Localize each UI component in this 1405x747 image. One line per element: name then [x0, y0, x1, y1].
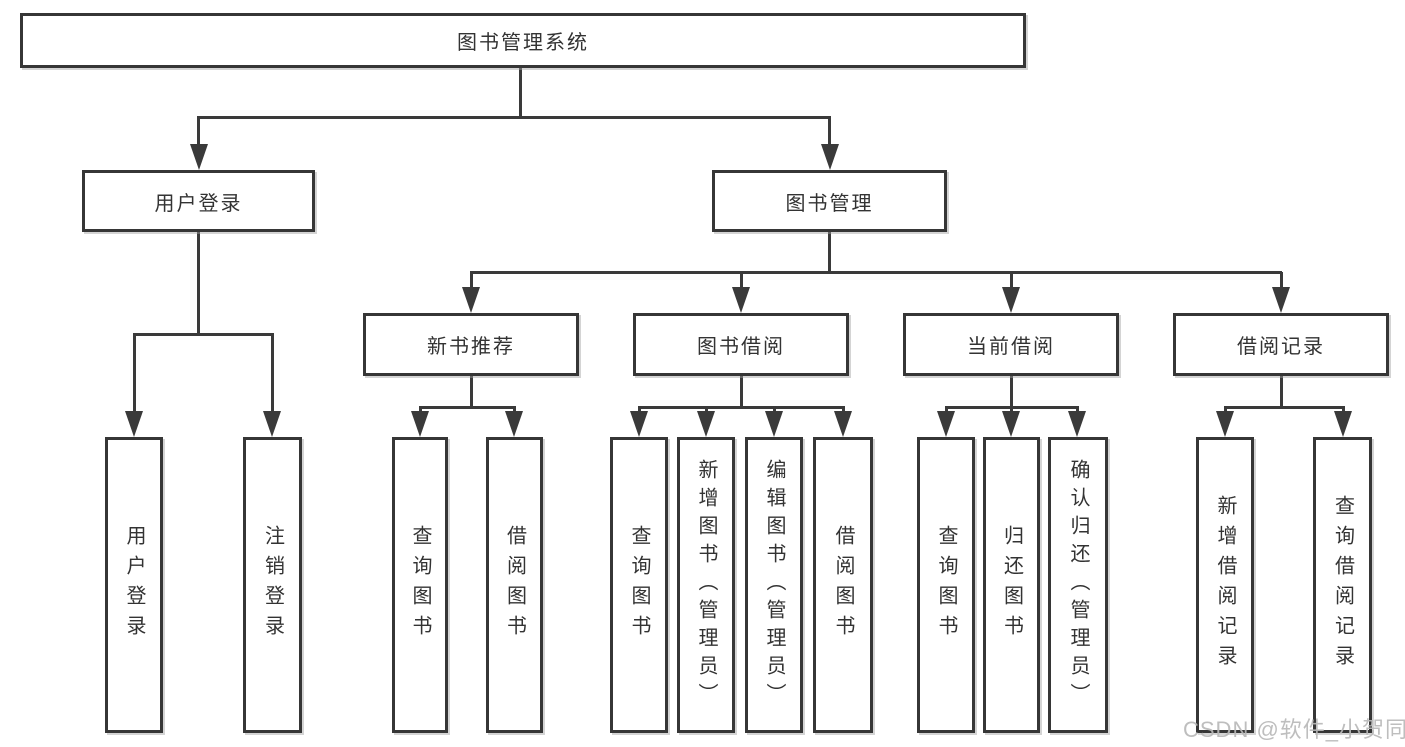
connector-root-stem — [519, 68, 522, 118]
connector-level3-branch — [470, 271, 1282, 274]
arrowhead-confirm-return-admin — [1068, 411, 1086, 437]
arrowhead-borrow-book — [834, 411, 852, 437]
connector-arrow-stem-nb1 — [419, 406, 422, 414]
leaf-return-book-label: 归还图书 — [1000, 525, 1023, 645]
connector-arrow-stem-bb3 — [773, 406, 776, 414]
arrowhead-book-management — [821, 144, 839, 170]
arrowhead-add-borrow-record — [1216, 411, 1234, 437]
connector-arrow-stem-leaf-logout — [271, 333, 274, 413]
node-root-label: 图书管理系统 — [457, 32, 589, 54]
leaf-query-borrow-record-label: 查询借阅记录 — [1331, 495, 1354, 675]
leaf-add-book-admin-label: 新增图书（管理员） — [695, 459, 717, 711]
connector-arrow-stem-book-management — [828, 117, 831, 147]
node-book-borrow-label: 图书借阅 — [697, 336, 785, 358]
connector-book-management-stem — [828, 231, 831, 273]
connector-arrow-stem-new-book — [470, 272, 473, 290]
node-book-management-label: 图书管理 — [785, 192, 874, 215]
connector-new-book-stem — [470, 375, 473, 409]
connector-arrow-stem-leaf-user-login — [133, 333, 136, 413]
connector-arrow-stem-borrow-records — [1280, 272, 1283, 290]
connector-borrow-records-stem — [1280, 375, 1283, 409]
arrowhead-new-book-recommend — [462, 287, 480, 313]
connector-book-borrow-stem — [740, 375, 743, 409]
csdn-watermark: CSDN @软件_小贺同学 — [1183, 717, 1405, 742]
arrowhead-book-borrow — [732, 287, 750, 313]
arrowhead-current-query-book — [937, 411, 955, 437]
leaf-recommend-borrow-book: 借阅图书 — [486, 437, 543, 733]
leaf-borrow-book-label: 借阅图书 — [832, 525, 854, 645]
connector-user-login-branch — [133, 333, 274, 336]
leaf-confirm-return-admin: 确认归还（管理员） — [1048, 437, 1108, 733]
connector-arrow-stem-cb1 — [945, 406, 948, 414]
connector-user-login-stem — [197, 231, 200, 335]
arrowhead-current-borrow — [1002, 287, 1020, 313]
leaf-logout: 注销登录 — [243, 437, 302, 733]
leaf-current-query-book-label: 查询图书 — [935, 525, 957, 645]
leaf-recommend-query-book-label: 查询图书 — [409, 525, 431, 645]
leaf-current-query-book: 查询图书 — [917, 437, 975, 733]
leaf-add-book-admin: 新增图书（管理员） — [677, 437, 735, 733]
connector-level2-branch — [197, 116, 831, 119]
arrowhead-return-book — [1002, 411, 1020, 437]
leaf-borrow-book: 借阅图书 — [813, 437, 873, 733]
arrowhead-add-book-admin — [697, 411, 715, 437]
node-root: 图书管理系统 — [20, 13, 1026, 68]
connector-arrow-stem-book-borrow — [740, 272, 743, 290]
leaf-add-borrow-record-label: 新增借阅记录 — [1214, 495, 1236, 675]
connector-arrow-stem-bb1 — [638, 406, 641, 414]
leaf-return-book: 归还图书 — [983, 437, 1040, 733]
leaf-query-borrow-record: 查询借阅记录 — [1313, 437, 1372, 733]
node-current-borrow: 当前借阅 — [903, 313, 1119, 376]
node-user-login: 用户登录 — [82, 170, 315, 232]
leaf-user-login: 用户登录 — [105, 437, 163, 733]
leaf-confirm-return-admin-label: 确认归还（管理员） — [1067, 459, 1089, 711]
node-current-borrow-label: 当前借阅 — [967, 336, 1055, 358]
node-book-management: 图书管理 — [712, 170, 947, 232]
connector-current-borrow-stem — [1010, 375, 1013, 409]
arrowhead-query-borrow-record — [1334, 411, 1352, 437]
node-new-book-recommend-label: 新书推荐 — [427, 336, 515, 358]
connector-arrow-stem-br1 — [1224, 406, 1227, 414]
arrowhead-borrow-query-book — [630, 411, 648, 437]
arrowhead-leaf-user-login — [125, 411, 143, 437]
connector-borrow-records-branch — [1224, 406, 1344, 409]
node-borrow-records-label: 借阅记录 — [1237, 336, 1325, 358]
leaf-recommend-borrow-book-label: 借阅图书 — [503, 525, 526, 645]
leaf-logout-label: 注销登录 — [261, 525, 284, 645]
connector-arrow-stem-cb2 — [1010, 406, 1013, 414]
connector-arrow-stem-user-login — [197, 117, 200, 147]
leaf-user-login-label: 用户登录 — [123, 525, 145, 645]
connector-new-book-branch — [419, 406, 516, 409]
leaf-borrow-query-book: 查询图书 — [610, 437, 668, 733]
leaf-edit-book-admin-label: 编辑图书（管理员） — [763, 459, 785, 711]
leaf-recommend-query-book: 查询图书 — [392, 437, 448, 733]
arrowhead-borrow-records — [1272, 287, 1290, 313]
node-user-login-label: 用户登录 — [154, 192, 243, 215]
node-borrow-records: 借阅记录 — [1173, 313, 1389, 376]
connector-arrow-stem-br2 — [1342, 406, 1345, 414]
connector-arrow-stem-current-borrow — [1010, 272, 1013, 290]
connector-arrow-stem-nb2 — [513, 406, 516, 414]
arrowhead-leaf-logout — [263, 411, 281, 437]
node-new-book-recommend: 新书推荐 — [363, 313, 579, 376]
arrowhead-recommend-borrow-book — [505, 411, 523, 437]
leaf-borrow-query-book-label: 查询图书 — [628, 525, 650, 645]
arrowhead-recommend-query-book — [411, 411, 429, 437]
connector-arrow-stem-cb3 — [1076, 406, 1079, 414]
arrowhead-user-login — [190, 144, 208, 170]
connector-arrow-stem-bb2 — [705, 406, 708, 414]
leaf-edit-book-admin: 编辑图书（管理员） — [745, 437, 803, 733]
connector-arrow-stem-bb4 — [842, 406, 845, 414]
leaf-add-borrow-record: 新增借阅记录 — [1196, 437, 1254, 733]
connector-book-borrow-branch — [638, 406, 844, 409]
arrowhead-edit-book-admin — [765, 411, 783, 437]
node-book-borrow: 图书借阅 — [633, 313, 849, 376]
